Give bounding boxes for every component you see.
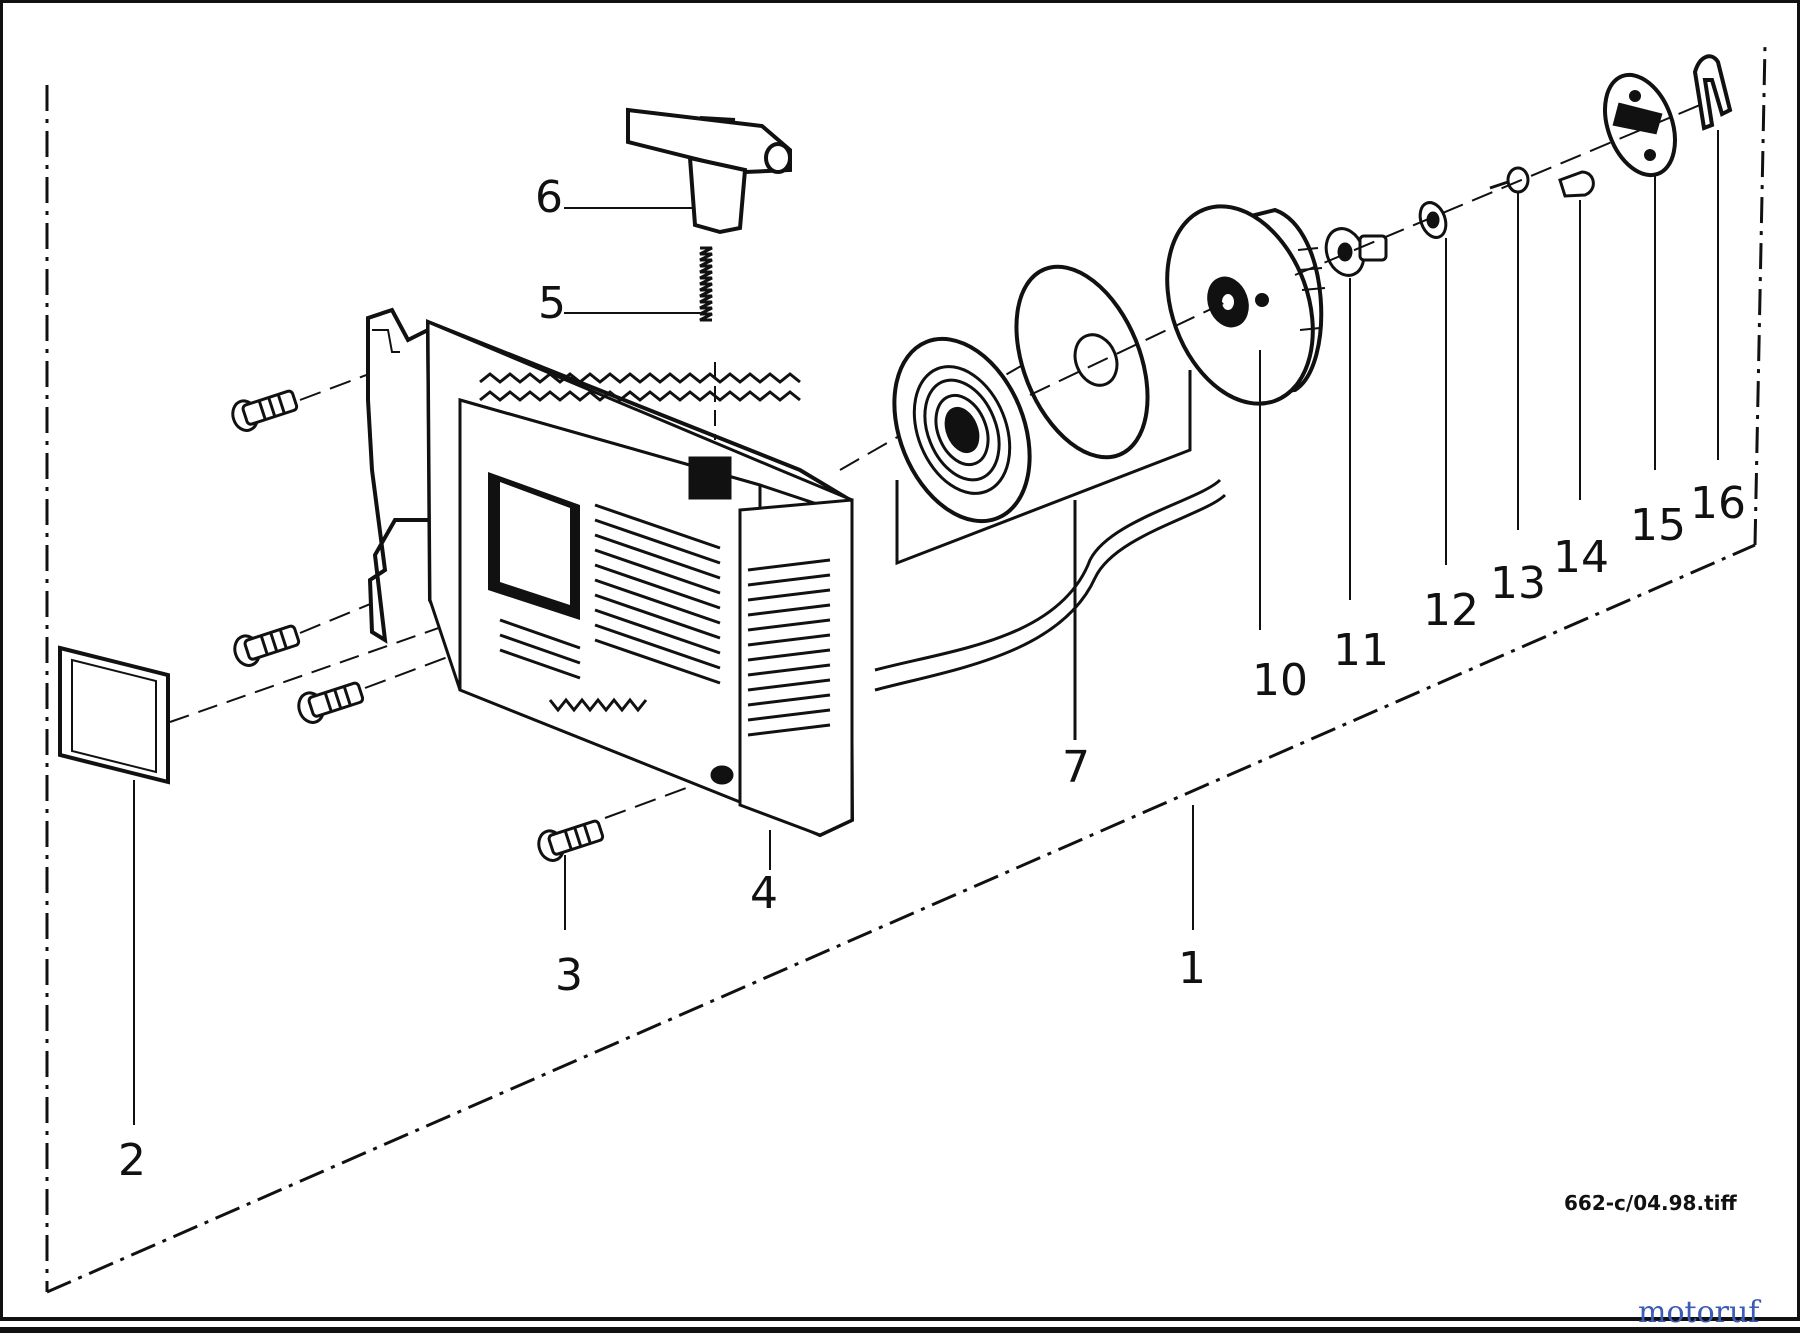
part-label-6: 6: [535, 172, 563, 223]
part-label-16: 16: [1690, 478, 1746, 529]
part-label-13: 13: [1490, 558, 1546, 609]
part-2-label-sticker: [58, 609, 491, 1125]
part-16-spring-clip: [1692, 54, 1733, 460]
housing-vents: [479, 372, 831, 785]
part-6-starter-handle: [626, 107, 792, 235]
part-label-3: 3: [555, 950, 583, 1001]
part-4-starter-housing: [366, 307, 855, 838]
part-10-rope-pulley: [1165, 204, 1326, 630]
part-label-14: 14: [1553, 532, 1609, 583]
part-label-5: 5: [538, 278, 566, 329]
leader-lines: [564, 207, 1194, 930]
part-14-pawl: [1558, 170, 1595, 500]
watermark-logo: motoruf: [1638, 1295, 1761, 1330]
assembly-boundary: [45, 44, 1767, 1294]
main-axis-line: [1029, 104, 1701, 396]
part-13-screw: [1489, 166, 1530, 530]
part-label-1: 1: [1178, 943, 1206, 994]
part-label-2: 2: [118, 1135, 146, 1186]
part-7-bracket: [895, 370, 1192, 740]
part-label-11: 11: [1333, 625, 1389, 676]
part-number-labels: 1 2 3 4 5 6 7 10 11 12 13 14 15 16: [118, 172, 1746, 1186]
part-11-bushing: [1324, 227, 1388, 600]
part-7-spring-cassette: [892, 264, 1150, 524]
file-reference: 662-c/04.98.tiff: [1564, 1191, 1737, 1215]
part-label-15: 15: [1630, 500, 1686, 551]
part-12-washer: [1418, 201, 1448, 565]
part-5-handle-spring: [699, 246, 716, 440]
starter-rope: [874, 478, 1227, 692]
part-label-12: 12: [1423, 585, 1479, 636]
part-label-10: 10: [1252, 655, 1308, 706]
part-15-drive-disc: [1603, 72, 1677, 470]
part-label-4: 4: [750, 868, 778, 919]
part-label-7: 7: [1062, 742, 1090, 793]
bolts: [231, 389, 605, 862]
